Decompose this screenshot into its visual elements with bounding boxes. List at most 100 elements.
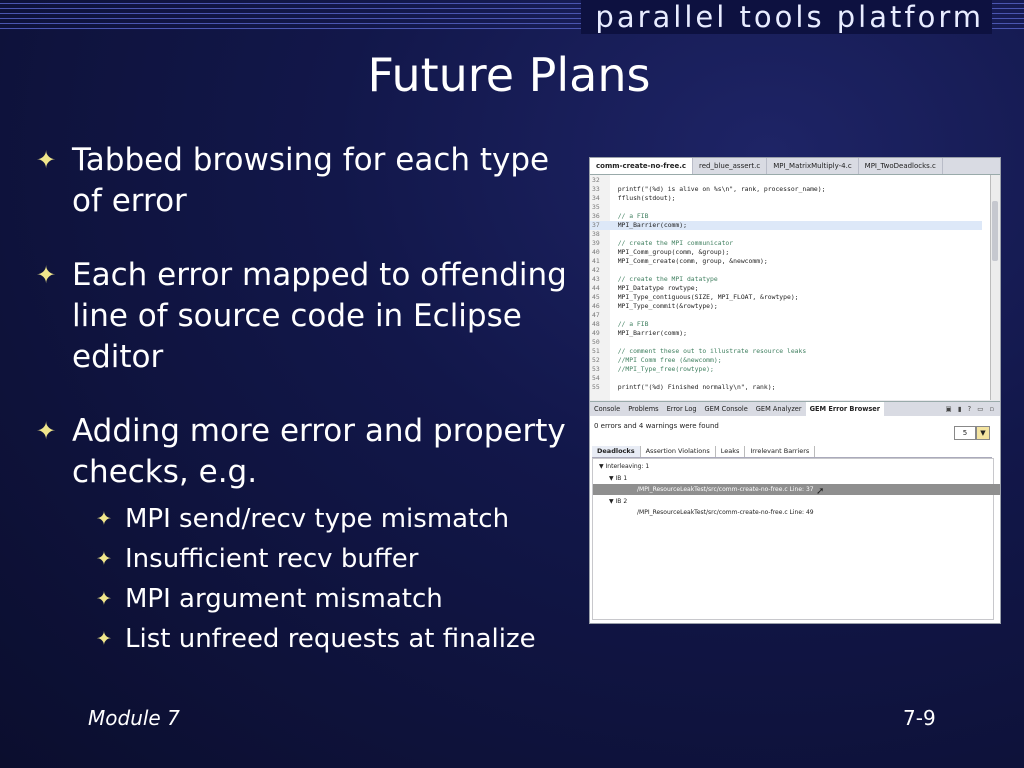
view-tab-gem-console[interactable]: GEM Console [704,405,748,413]
status-message: 0 errors and 4 warnings were found [594,422,719,430]
code-line[interactable]: 33 printf("(%d) is alive on %s\n", rank,… [590,185,982,194]
code-line[interactable]: 55 printf("(%d) Finished normally\n", ra… [590,383,982,392]
subtab-irrelevant-barriers[interactable]: Irrelevant Barriers [745,446,816,457]
code-line[interactable]: 48 // a FIB [590,320,982,329]
line-number: 50 [592,338,600,346]
bullet-item: ✦ Tabbed browsing for each type of error [36,140,581,222]
line-number: 53 [592,365,600,373]
sub-bullet-item: ✦List unfreed requests at finalize [80,619,581,659]
error-type-tabs: Deadlocks Assertion Violations Leaks Irr… [592,446,992,458]
line-number: 55 [592,383,600,391]
line-number: 37 [592,221,600,229]
line-number: 35 [592,203,600,211]
code-line[interactable]: 51 // comment these out to illustrate re… [590,347,982,356]
line-number: 51 [592,347,600,355]
sub-bullet-item: ✦MPI send/recv type mismatch [80,499,581,539]
code-text: // create the MPI datatype [610,275,718,283]
line-number: 42 [592,266,600,274]
code-text: MPI_Barrier(comm); [610,329,687,337]
bullet-text: Tabbed browsing for each type of error [72,142,550,219]
code-line[interactable]: 52 //MPI Comm free (&newcomm); [590,356,982,365]
code-text: MPI_Comm_group(comm, &group); [610,248,730,256]
header-stripes [0,0,1024,32]
step-dropdown-button[interactable]: ▼ [976,426,990,440]
error-browser-panel: 0 errors and 4 warnings were found 5 ▼ D… [590,416,1000,623]
code-text: fflush(stdout); [610,194,676,202]
line-number: 34 [592,194,600,202]
star-bullet-icon: ✦ [96,628,112,650]
sub-bullet-item: ✦Insufficient recv buffer [80,539,581,579]
bullet-item: ✦ Each error mapped to offending line of… [36,255,581,378]
line-number: 49 [592,329,600,337]
code-line[interactable]: 41 MPI_Comm_create(comm, group, &newcomm… [590,257,982,266]
bullet-text: Adding more error and property checks, e… [72,413,566,490]
line-number: 38 [592,230,600,238]
code-line[interactable]: 54 [590,374,982,383]
line-number: 44 [592,284,600,292]
code-line[interactable]: 46 MPI_Type_commit(&rowtype); [590,302,982,311]
code-line[interactable]: 49 MPI_Barrier(comm); [590,329,982,338]
code-text: MPI_Type_contiguous(SIZE, MPI_FLOAT, &ro… [610,293,799,301]
line-number: 33 [592,185,600,193]
view-tab-console[interactable]: Console [594,405,621,413]
line-number: 43 [592,275,600,283]
line-number: 40 [592,248,600,256]
star-bullet-icon: ✦ [36,417,57,445]
code-text: // a FIB [610,320,649,328]
editor-scrollbar[interactable] [990,175,1000,400]
code-line[interactable]: 50 [590,338,982,347]
line-number: 32 [592,176,600,184]
footer-module: Module 7 [88,706,180,730]
subtab-assertion-violations[interactable]: Assertion Violations [641,446,716,457]
code-line[interactable]: 43 // create the MPI datatype [590,275,982,284]
line-number: 47 [592,311,600,319]
code-line[interactable]: 40 MPI_Comm_group(comm, &group); [590,248,982,257]
view-toolbar-icons[interactable]: ▣ ▮ ? ▭ ▫ [945,405,996,413]
line-number: 39 [592,239,600,247]
code-text: MPI_Barrier(comm); [610,221,687,229]
bullet-item: ✦ Adding more error and property checks,… [36,411,581,659]
code-line[interactable]: 34 fflush(stdout); [590,194,982,203]
code-line[interactable]: 53 //MPI_Type_free(rowtype); [590,365,982,374]
code-line[interactable]: 42 [590,266,982,275]
code-line[interactable]: 39 // create the MPI communicator [590,239,982,248]
code-line[interactable]: 37 MPI_Barrier(comm); [590,221,982,230]
brand-wordmark: parallel tools platform [581,0,992,34]
star-bullet-icon: ✦ [96,508,112,530]
code-text: // comment these out to illustrate resou… [610,347,807,355]
code-line[interactable]: 32 [590,176,982,185]
code-line[interactable]: 47 [590,311,982,320]
tree-row-selected[interactable]: /MPI_ResourceLeakTest/src/comm-create-no… [593,484,1000,495]
scroll-thumb[interactable] [992,201,998,261]
star-bullet-icon: ✦ [96,588,112,610]
code-line[interactable]: 38 [590,230,982,239]
bullet-list: ✦ Tabbed browsing for each type of error… [36,140,581,692]
star-bullet-icon: ✦ [36,261,57,289]
code-text: //MPI_Type_free(rowtype); [610,365,714,373]
editor-tab[interactable]: red_blue_assert.c [693,158,768,174]
code-line[interactable]: 45 MPI_Type_contiguous(SIZE, MPI_FLOAT, … [590,293,982,302]
code-line[interactable]: 36 // a FIB [590,212,982,221]
subtab-leaks[interactable]: Leaks [716,446,746,457]
step-value-field[interactable]: 5 [954,426,976,440]
view-tab-gem-error-browser[interactable]: GEM Error Browser [805,402,884,416]
bullet-text: Each error mapped to offending line of s… [72,257,567,375]
view-tab-gem-analyzer[interactable]: GEM Analyzer [755,405,802,413]
line-number: 52 [592,356,600,364]
sub-bullet-list: ✦MPI send/recv type mismatch ✦Insufficie… [72,499,581,659]
tree-row[interactable]: ▼ IB 1 [609,475,628,482]
tree-row[interactable]: ▼ IB 2 [609,498,628,505]
subtab-deadlocks[interactable]: Deadlocks [592,446,641,457]
view-tab-problems[interactable]: Problems [628,405,659,413]
editor-tab[interactable]: MPI_TwoDeadlocks.c [859,158,943,174]
editor-tab[interactable]: comm-create-no-free.c [590,158,694,174]
line-number: 45 [592,293,600,301]
sub-bullet-item: ✦MPI argument mismatch [80,579,581,619]
code-line[interactable]: 35 [590,203,982,212]
editor-tab[interactable]: MPI_MatrixMultiply-4.c [767,158,859,174]
view-tab-error-log[interactable]: Error Log [666,405,697,413]
tree-row[interactable]: ▼ Interleaving: 1 [599,463,650,470]
tree-row[interactable]: /MPI_ResourceLeakTest/src/comm-create-no… [637,509,814,516]
code-line[interactable]: 44 MPI_Datatype rowtype; [590,284,982,293]
